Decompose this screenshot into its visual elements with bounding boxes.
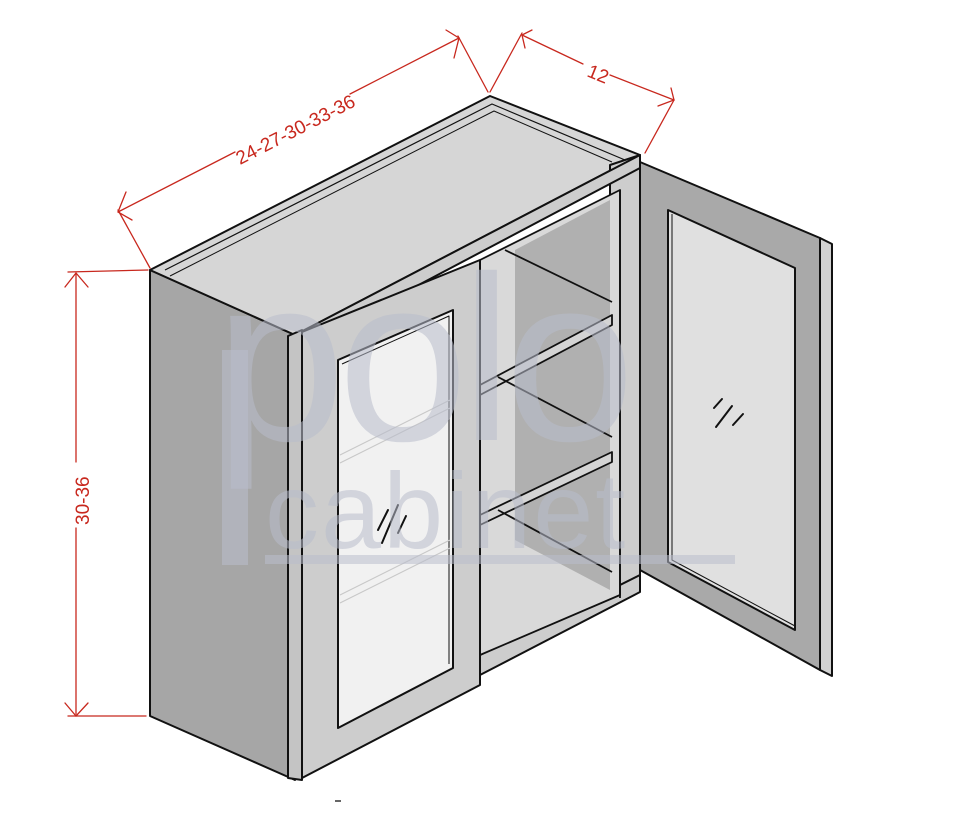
right-door-glass <box>667 209 796 631</box>
watermark-line2: cabinet <box>265 450 627 571</box>
watermark-bar <box>222 350 248 565</box>
watermark: polo cabinet <box>215 227 735 571</box>
height-dimension <box>64 269 149 717</box>
width-dimension <box>117 29 489 269</box>
height-dimension-label: 30-36 <box>73 476 94 525</box>
left-door[interactable] <box>287 259 481 781</box>
watermark-underline <box>265 555 735 564</box>
watermark-line1: polo <box>215 227 627 490</box>
left-door-glass <box>337 309 454 729</box>
glass-mark-left-icon <box>377 504 407 544</box>
glass-mark-right-icon <box>713 398 744 428</box>
depth-dimension-label: 12 <box>584 61 611 88</box>
cabinet-interior <box>479 189 621 670</box>
width-dimension-label: 24-27-30-33-36 <box>233 91 359 169</box>
right-door[interactable] <box>639 161 833 677</box>
depth-dimension <box>489 29 675 154</box>
dimensions <box>64 29 675 717</box>
